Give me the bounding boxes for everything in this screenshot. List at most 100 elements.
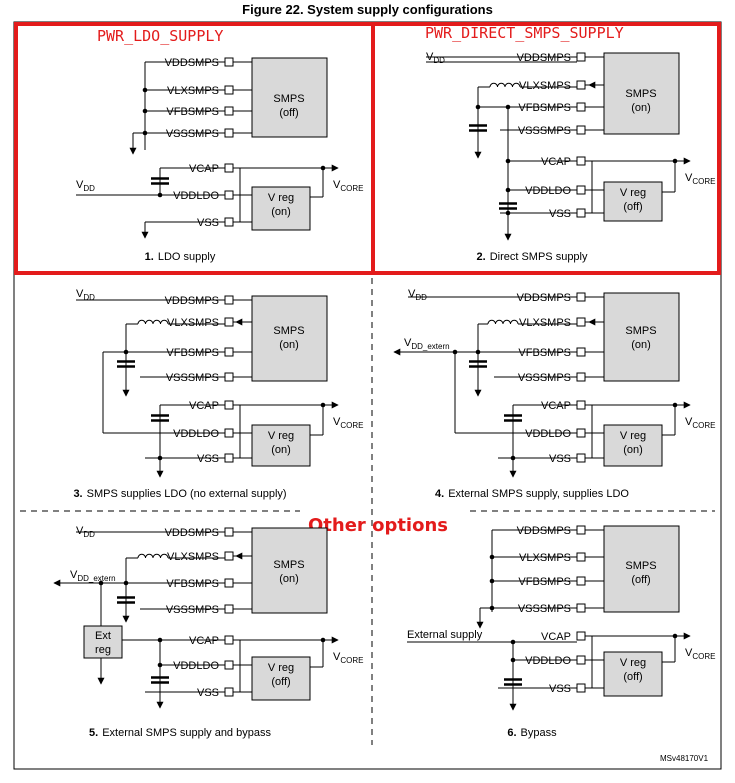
vreg-block — [251, 656, 311, 701]
smps-block — [603, 292, 680, 382]
pin-vcap — [224, 400, 234, 410]
vdd-label: VDD — [426, 51, 445, 65]
smps-state: (on) — [279, 573, 299, 585]
junction-dot — [142, 87, 148, 93]
junction-dot — [157, 192, 163, 198]
vdd-label: VDD — [76, 525, 95, 539]
vdd-label-subscript: DD — [83, 184, 95, 193]
pin-label-vsssmps: VSSSMPS — [518, 125, 571, 137]
junction-dot — [142, 130, 148, 136]
smps-block — [603, 52, 680, 135]
ext-reg-block — [83, 625, 123, 659]
vdd-extern-label-subscript: DD_extern — [411, 342, 449, 351]
vreg-block — [251, 424, 311, 467]
pin-label-vddldo: VDDLDO — [525, 428, 571, 440]
figure-title: Figure 22. System supply configurations — [242, 2, 493, 17]
pin-label-vddldo: VDDLDO — [525, 655, 571, 667]
panel-caption: 4.External SMPS supply, supplies LDO — [435, 488, 629, 500]
inductor — [137, 553, 169, 559]
panel-1: SMPS(off)V reg(on)VDDSMPSVLXSMPSVFBSMPSV… — [76, 57, 363, 263]
pin-vfbsmps — [576, 576, 586, 586]
pin-vddldo — [576, 428, 586, 438]
vdd-label: VDD — [408, 288, 427, 302]
vcore-label-subscript: CORE — [340, 656, 363, 665]
smps-block — [251, 57, 328, 138]
vreg-label: V reg — [268, 662, 294, 674]
pin-vss — [576, 208, 586, 218]
vreg-state: (off) — [623, 671, 642, 683]
pin-label-vcap: VCAP — [189, 400, 219, 412]
panel-3: SMPS(on)V reg(on)VDDSMPSVLXSMPSVFBSMPSVS… — [73, 288, 363, 500]
vreg-block — [603, 651, 663, 697]
pin-vsssmps — [576, 125, 586, 135]
vdd-label-subscript: DD — [83, 530, 95, 539]
pin-label-vss: VSS — [197, 217, 219, 229]
smps-block — [251, 295, 328, 382]
vcore-label-subscript: CORE — [692, 421, 715, 430]
smps-label: SMPS — [273, 93, 304, 105]
smps-state: (off) — [631, 574, 650, 586]
junction-dot — [475, 349, 481, 355]
panel-caption: 2.Direct SMPS supply — [477, 251, 588, 263]
inductor — [489, 82, 521, 88]
pin-vss — [576, 683, 586, 693]
junction-dot — [123, 580, 129, 586]
junction-dot — [320, 402, 326, 408]
panel-6: SMPS(off)V reg(off)VDDSMPSVLXSMPSVFBSMPS… — [407, 525, 715, 739]
vreg-label: V reg — [620, 430, 646, 442]
junction-dot — [157, 637, 163, 643]
junction-dot — [672, 158, 678, 164]
pin-label-vddldo: VDDLDO — [173, 660, 219, 672]
vcore-label: VCORE — [685, 647, 715, 661]
annotation-other-options: Other options — [308, 515, 448, 536]
pin-label-vddsmps: VDDSMPS — [517, 525, 571, 537]
panel-number: 1. — [145, 251, 154, 263]
vreg-block — [603, 181, 663, 222]
vreg-label: V reg — [268, 430, 294, 442]
pin-label-vcap: VCAP — [189, 635, 219, 647]
pin-label-vddldo: VDDLDO — [525, 185, 571, 197]
vcore-label: VCORE — [333, 651, 363, 665]
pin-vcap — [576, 631, 586, 641]
vdd-label-main: V — [76, 288, 84, 300]
vdd-label: VDD — [76, 179, 95, 193]
pin-label-vcap: VCAP — [189, 163, 219, 175]
pin-vlxsmps — [576, 552, 586, 562]
pin-label-vddsmps: VDDSMPS — [165, 295, 219, 307]
pin-vsssmps — [224, 372, 234, 382]
panel-2: SMPS(on)V reg(off)VDDSMPSVLXSMPSVFBSMPSV… — [426, 51, 715, 263]
panel-5: SMPS(on)V reg(off)VDDSMPSVLXSMPSVFBSMPSV… — [53, 525, 363, 739]
pin-vfbsmps — [576, 347, 586, 357]
pin-label-vddsmps: VDDSMPS — [165, 527, 219, 539]
inductor — [137, 319, 169, 325]
vreg-block — [603, 424, 663, 467]
smps-label: SMPS — [273, 559, 304, 571]
pin-label-vfbsmps: VFBSMPS — [518, 576, 571, 588]
vreg-label: V reg — [620, 187, 646, 199]
pin-vddsmps — [576, 52, 586, 62]
panel-4: SMPS(on)V reg(on)VDDSMPSVLXSMPSVFBSMPSVS… — [393, 288, 715, 500]
panel-caption: 5.External SMPS supply and bypass — [89, 727, 271, 739]
pin-label-vfbsmps: VFBSMPS — [166, 106, 219, 118]
vdd-label-main: V — [76, 179, 84, 191]
panel-caption-text: External SMPS supply, supplies LDO — [448, 488, 629, 500]
vdd-extern-label-main: V — [404, 337, 412, 349]
pin-label-vddldo: VDDLDO — [173, 190, 219, 202]
highlight-frame-top — [14, 22, 721, 275]
vdd-extern-label: VDD_extern — [404, 337, 450, 351]
junction-dot — [142, 108, 148, 114]
panel-number: 6. — [507, 727, 516, 739]
pin-label-vddsmps: VDDSMPS — [517, 292, 571, 304]
pin-label-vsssmps: VSSSMPS — [166, 604, 219, 616]
pin-vlxsmps — [224, 551, 234, 561]
panel-caption-text: LDO supply — [158, 251, 216, 263]
vdd-label: VDD — [76, 288, 95, 302]
panel-caption-text: Bypass — [521, 727, 558, 739]
junction-dot — [505, 104, 511, 110]
vcore-label-main: V — [685, 172, 693, 184]
annotation-ldo-supply: PWR_LDO_SUPPLY — [97, 27, 223, 45]
smps-state: (off) — [279, 107, 298, 119]
smps-block — [251, 527, 328, 614]
pin-label-vsssmps: VSSSMPS — [166, 128, 219, 140]
